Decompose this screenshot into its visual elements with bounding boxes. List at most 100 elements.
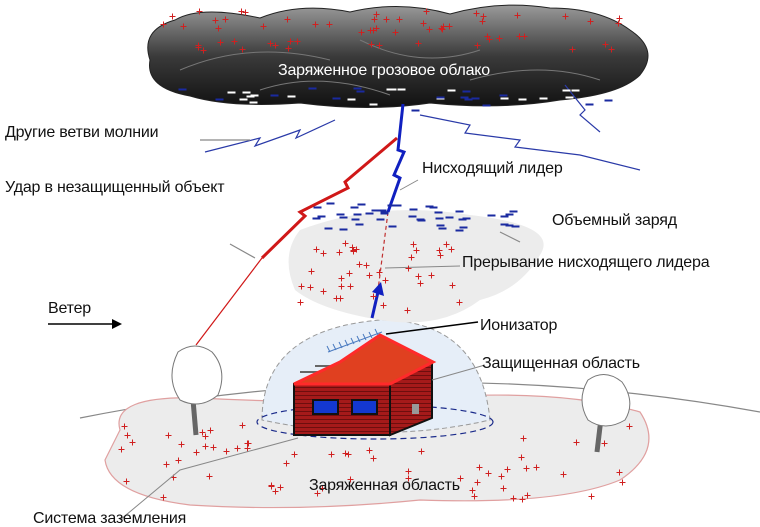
positive-charge-mark: [313, 246, 320, 253]
positive-charge-mark: [165, 432, 172, 439]
wind-arrow-icon: [48, 319, 122, 329]
positive-charge-mark: [405, 265, 412, 272]
positive-charge-mark: [239, 422, 246, 429]
positive-charge-mark: [469, 487, 476, 494]
positive-charge-mark: [498, 473, 505, 480]
charged-area-label: Заряженная область: [309, 477, 460, 494]
positive-charge-mark: [601, 440, 608, 447]
positive-charge-mark: [346, 270, 353, 277]
positive-charge-mark: [562, 13, 569, 20]
positive-charge-mark: [500, 485, 507, 492]
positive-charge-mark: [368, 41, 375, 48]
positive-charge-mark: [328, 451, 335, 458]
positive-charge-mark: [420, 20, 427, 27]
positive-charge-mark: [202, 443, 209, 450]
positive-charge-mark: [417, 280, 424, 287]
positive-charge-mark: [616, 15, 623, 22]
positive-charge-mark: [285, 45, 292, 52]
positive-charge-mark: [608, 46, 615, 53]
positive-charge-mark: [338, 283, 345, 290]
positive-charge-mark: [436, 247, 443, 254]
positive-charge-mark: [437, 252, 444, 259]
positive-charge-mark: [238, 8, 245, 15]
positive-charge-mark: [242, 9, 249, 16]
downward-leader-label: Нисходящий лидер: [422, 160, 563, 177]
grounding-pointer: [119, 437, 299, 521]
unprotected-strike-label: Удар в незащищенный объект: [5, 179, 225, 196]
positive-charge-mark: [231, 38, 238, 45]
positive-charge-mark: [350, 247, 357, 254]
positive-charge-mark: [178, 441, 185, 448]
positive-charge-mark: [123, 478, 130, 485]
grounding-system-label: Система заземления: [33, 510, 187, 527]
positive-charge-mark: [345, 451, 352, 458]
positive-charge-mark: [405, 475, 412, 482]
positive-charge-mark: [308, 268, 315, 275]
positive-charge-mark: [326, 21, 333, 28]
positive-charge-mark: [404, 307, 411, 314]
positive-charge-mark: [485, 470, 492, 477]
positive-charge-mark: [294, 38, 301, 45]
positive-charge-mark: [533, 464, 540, 471]
positive-charge-mark: [448, 246, 455, 253]
positive-charge-mark: [486, 36, 493, 43]
positive-charge-mark: [349, 244, 356, 251]
positive-charge-mark: [169, 13, 176, 20]
positive-charge-mark: [518, 454, 525, 461]
positive-charge-mark: [342, 240, 349, 247]
positive-charge-mark: [587, 18, 594, 25]
positive-charge-mark: [356, 261, 363, 268]
thundercloud: [147, 4, 649, 108]
positive-charge-mark: [121, 423, 128, 430]
positive-charge-mark: [415, 40, 422, 47]
positive-charge-mark: [514, 12, 521, 19]
cloud-contours: [179, 39, 601, 96]
positive-charge-mark: [314, 490, 321, 497]
positive-charge-mark: [297, 299, 304, 306]
positive-charge-mark: [371, 16, 378, 23]
positive-charge-mark: [342, 450, 349, 457]
positive-charge-mark: [129, 439, 136, 446]
positive-charge-mark: [283, 460, 290, 467]
other-branches-label: Другие ветви молнии: [5, 124, 159, 141]
positive-charge-mark: [193, 449, 200, 456]
positive-charge-mark: [405, 468, 412, 475]
positive-charge-mark: [573, 439, 580, 446]
unprotected-strike-bolt: [260, 136, 398, 260]
positive-charge-mark: [367, 27, 374, 34]
positive-charge-mark: [473, 10, 480, 17]
positive-charge-mark: [118, 446, 125, 453]
ionizer: [326, 328, 383, 353]
positive-charge-mark: [284, 16, 291, 23]
positive-charge-mark: [480, 13, 487, 20]
leader-interruption-label: Прерывание нисходящего лидера: [462, 254, 710, 271]
positive-charge-mark: [307, 284, 314, 291]
interruption-pointer: [384, 265, 461, 269]
positive-charge-mark: [210, 444, 217, 451]
positive-charge-mark: [363, 262, 370, 269]
positive-charge-mark: [510, 495, 517, 502]
positive-charge-mark: [298, 283, 305, 290]
charge-markers: [118, 8, 633, 503]
positive-charge-mark: [202, 433, 209, 440]
positive-charge-mark: [336, 249, 343, 256]
positive-charge-mark: [413, 247, 420, 254]
positive-charge-mark: [479, 18, 486, 25]
protected-house: [293, 333, 437, 437]
positive-charge-mark: [415, 273, 422, 280]
tree-left: [171, 345, 223, 436]
positive-charge-mark: [320, 288, 327, 295]
positive-charge-mark: [428, 272, 435, 279]
positive-charge-mark: [520, 435, 527, 442]
positive-charge-mark: [370, 455, 377, 462]
cloud-label: Заряженное грозовое облако: [278, 62, 490, 79]
positive-charge-mark: [239, 46, 246, 53]
positive-charge-mark: [338, 275, 345, 282]
positive-charge-mark: [195, 44, 202, 51]
protected-area-pointer: [431, 364, 486, 381]
positive-charge-mark: [496, 35, 503, 42]
leader-pointer: [399, 179, 419, 191]
space-charge-cloud: [288, 210, 544, 323]
positive-charge-mark: [524, 492, 531, 499]
